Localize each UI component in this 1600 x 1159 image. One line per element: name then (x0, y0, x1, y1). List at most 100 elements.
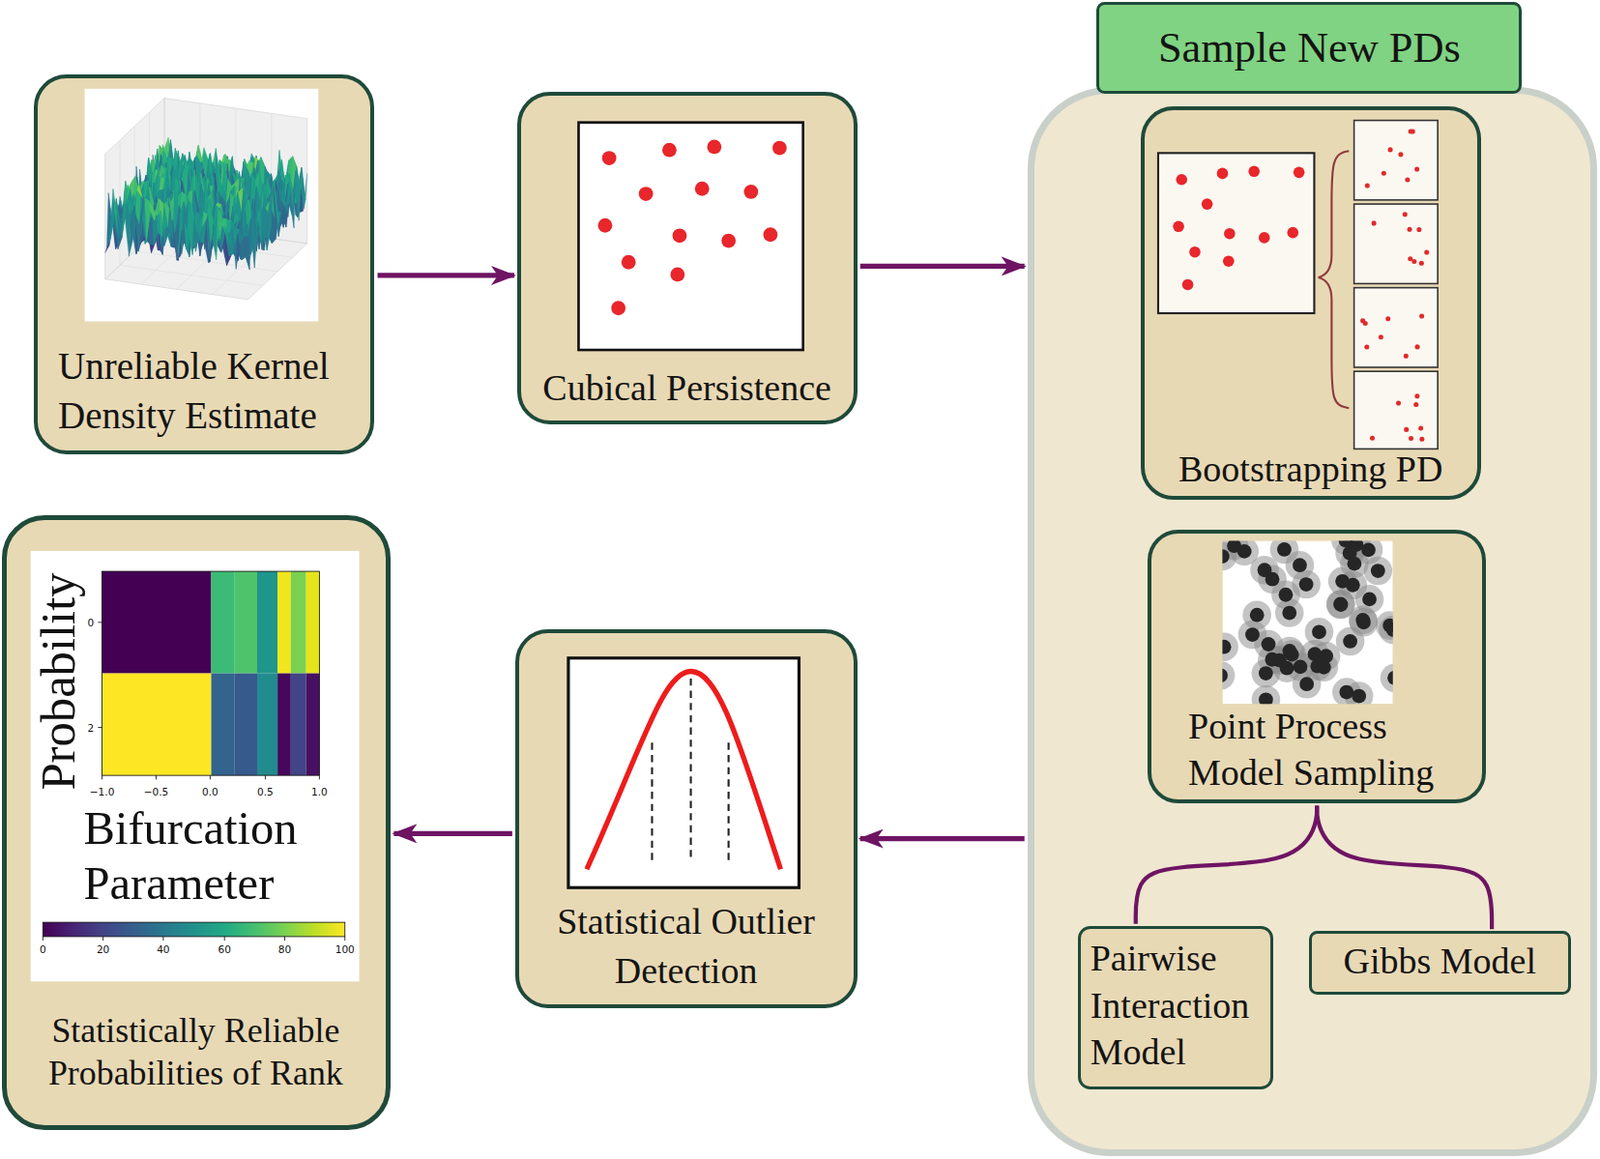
pd-point (1385, 316, 1391, 321)
surface-facet (211, 192, 218, 235)
surface-facet (218, 217, 225, 247)
pd-point (639, 186, 654, 202)
surface-facet (149, 199, 156, 216)
surface-facet (175, 180, 182, 227)
surface-facet (189, 157, 196, 213)
surface-facet (148, 209, 155, 216)
surface-facet (199, 183, 205, 238)
surface-facet (159, 200, 166, 237)
surface-facet (261, 195, 267, 233)
surface-facet (209, 195, 216, 236)
surface-facet (136, 241, 143, 255)
point-core (1309, 659, 1325, 674)
surface-facet (224, 226, 231, 244)
surface-facet (208, 153, 215, 201)
surface-facet (200, 184, 206, 235)
surface-facet (187, 190, 194, 230)
surface-facet (225, 153, 232, 188)
surface-facet (264, 166, 271, 213)
surface-facet (255, 232, 262, 239)
surface-facet (226, 156, 233, 203)
surface-facet (156, 154, 163, 204)
surface-facet (183, 202, 190, 258)
pd-point (1419, 261, 1425, 266)
surface-facet (162, 177, 169, 216)
surface-facet (188, 170, 195, 226)
surface-facet (161, 189, 168, 228)
surface-facet (195, 173, 202, 218)
surface-facet (269, 181, 276, 225)
surface-facet (235, 220, 242, 232)
surface-facet (240, 188, 247, 229)
surface-facet (237, 217, 244, 233)
surface-facet (203, 177, 209, 226)
point-halo (1375, 610, 1394, 640)
surface-facet (288, 162, 294, 218)
pd-point (1407, 256, 1413, 262)
surface-facet (174, 210, 181, 231)
surface-facet (239, 162, 246, 218)
surface-facet (249, 180, 256, 204)
surface-facet (147, 214, 154, 246)
pd-point (1396, 401, 1401, 407)
surface-facet (162, 156, 169, 176)
surface-facet (191, 179, 198, 198)
surface-facet (216, 164, 223, 190)
surface-facet (128, 206, 135, 221)
surface-facet (171, 192, 177, 229)
surface-facet (237, 162, 244, 212)
surface-facet (213, 159, 220, 192)
heatmap-cell (102, 571, 212, 674)
surface-facet (165, 139, 172, 196)
surface-facet (201, 198, 207, 250)
surface-facet (173, 190, 179, 227)
surface-facet (208, 204, 215, 230)
surface-facet (161, 145, 168, 165)
surface-facet (149, 241, 156, 253)
surface-facet (124, 189, 131, 220)
surface-facet (158, 203, 165, 220)
surface-facet (153, 182, 160, 220)
process-box: Unreliable Kernel Density Estimate (33, 74, 376, 455)
surface-facet (213, 203, 220, 240)
surface-facet (219, 196, 226, 239)
surface-facet (239, 179, 246, 219)
surface-facet (223, 159, 230, 191)
surface-facet (150, 169, 157, 210)
surface-facet (253, 210, 260, 239)
surface-facet (254, 171, 261, 213)
surface-facet (227, 212, 233, 266)
tick-label: 0.5 (257, 786, 274, 798)
surface-facet (259, 157, 265, 219)
surface-facet (188, 172, 195, 213)
surface-facet (252, 167, 259, 220)
surface-facet (186, 190, 193, 225)
surface-facet (268, 174, 275, 209)
surface-facet (273, 149, 280, 204)
surface-facet (267, 174, 274, 204)
surface-facet (246, 173, 253, 234)
surface-facet (192, 186, 199, 207)
method-box: Point Process Model Sampling (1147, 529, 1486, 804)
tick-mark (101, 775, 103, 780)
surface-facet (235, 201, 242, 237)
surface-facet (195, 183, 202, 236)
surface-facet (149, 187, 156, 231)
surface-facet (206, 159, 213, 202)
surface-facet (259, 183, 265, 238)
surface-facet (203, 193, 210, 239)
surface-facet (232, 170, 239, 212)
point-core (1237, 544, 1252, 559)
surface-facet (199, 180, 205, 216)
surface-facet (197, 174, 204, 199)
surface-facet (245, 213, 252, 245)
surface-facet (281, 159, 288, 198)
surface-facet (189, 175, 196, 223)
surface-facet (154, 203, 161, 248)
surface-facet (180, 210, 187, 248)
surface-facet (250, 153, 257, 197)
point-core (1361, 542, 1376, 557)
surface-facet (109, 189, 116, 247)
box-label: Point Process Model Sampling (1188, 702, 1456, 797)
surface-facet (279, 200, 286, 228)
